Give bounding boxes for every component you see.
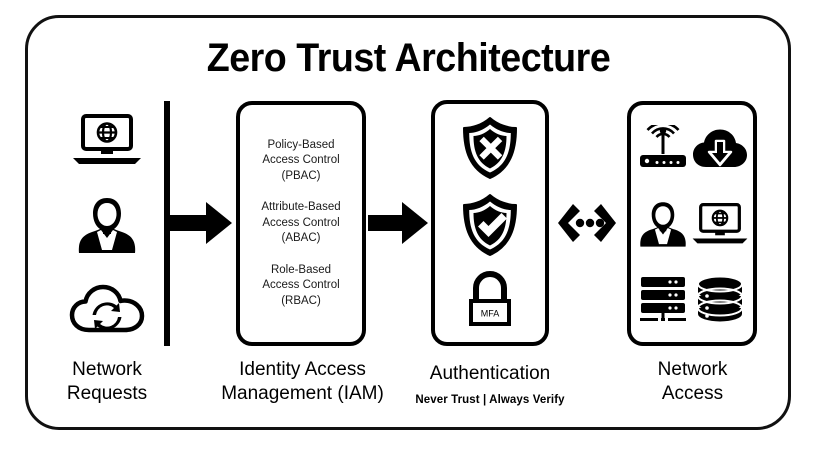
shield-deny-icon xyxy=(460,115,520,181)
caption-authentication-line1: Authentication xyxy=(429,363,551,384)
laptop-globe-icon xyxy=(71,114,143,166)
iam-item-pbac-line2: Access Control xyxy=(262,154,340,167)
iam-item-abac-line2: Access Control xyxy=(262,216,340,229)
caption-network-requests-line1: Network xyxy=(72,359,142,380)
user-icon xyxy=(638,199,688,249)
authentication-icon-stack: MFA xyxy=(435,104,545,342)
iam-item-rbac-line1: Role-Based xyxy=(270,263,332,276)
panel-authentication: MFA xyxy=(431,100,549,346)
padlock-mfa-icon: MFA xyxy=(462,269,518,331)
laptop-globe-icon xyxy=(691,202,749,246)
database-icon xyxy=(695,275,745,323)
cloud-sync-icon xyxy=(69,284,145,334)
bidirectional-dots-connector-icon xyxy=(556,198,618,248)
iam-item-pbac-line3: (PBAC) xyxy=(281,169,321,182)
caption-authentication-subtitle: Never Trust | Always Verify xyxy=(415,394,565,406)
network-access-icon-grid xyxy=(631,105,753,342)
panel-identity-access-management: Policy-Based Access Control (PBAC) Attri… xyxy=(236,101,366,346)
user-icon xyxy=(76,194,138,256)
caption-network-access: Network Access xyxy=(615,358,770,406)
column-network-requests xyxy=(52,100,162,348)
iam-item-rbac-line3: (RBAC) xyxy=(281,294,321,307)
page-title: Zero Trust Architecture xyxy=(206,36,611,80)
iam-item-pbac-line1: Policy-Based xyxy=(267,138,335,151)
server-rack-icon xyxy=(637,275,689,323)
iam-item-rbac-line2: Access Control xyxy=(262,279,340,292)
caption-network-requests: Network Requests xyxy=(22,358,192,406)
caption-identity-access-management: Identity Access Management (IAM) xyxy=(205,358,400,406)
network-requests-icon-stack xyxy=(52,100,162,348)
iam-item-pbac: Policy-Based Access Control (PBAC) xyxy=(262,138,339,185)
wifi-router-icon xyxy=(636,124,690,173)
caption-authentication: Authentication Never Trust | Always Veri… xyxy=(405,362,575,410)
arrow-requests-to-iam-icon xyxy=(166,198,234,248)
iam-policy-list: Policy-Based Access Control (PBAC) Attri… xyxy=(240,105,362,342)
caption-network-requests-line2: Requests xyxy=(66,383,148,404)
panel-network-access xyxy=(627,101,757,346)
caption-iam-line2: Management (IAM) xyxy=(221,383,384,404)
caption-iam-line1: Identity Access xyxy=(239,359,366,380)
shield-approve-icon xyxy=(460,192,520,258)
iam-item-abac: Attribute-Based Access Control (ABAC) xyxy=(261,200,340,247)
caption-network-access-line1: Network xyxy=(657,359,728,380)
cloud-download-icon xyxy=(692,127,748,171)
iam-item-abac-line1: Attribute-Based xyxy=(261,201,341,214)
iam-item-rbac: Role-Based Access Control (RBAC) xyxy=(262,263,339,310)
svg-text:MFA: MFA xyxy=(481,309,500,319)
iam-item-abac-line3: (ABAC) xyxy=(281,232,321,245)
caption-network-access-line2: Access xyxy=(661,383,724,404)
arrow-iam-to-auth-icon xyxy=(368,198,430,248)
